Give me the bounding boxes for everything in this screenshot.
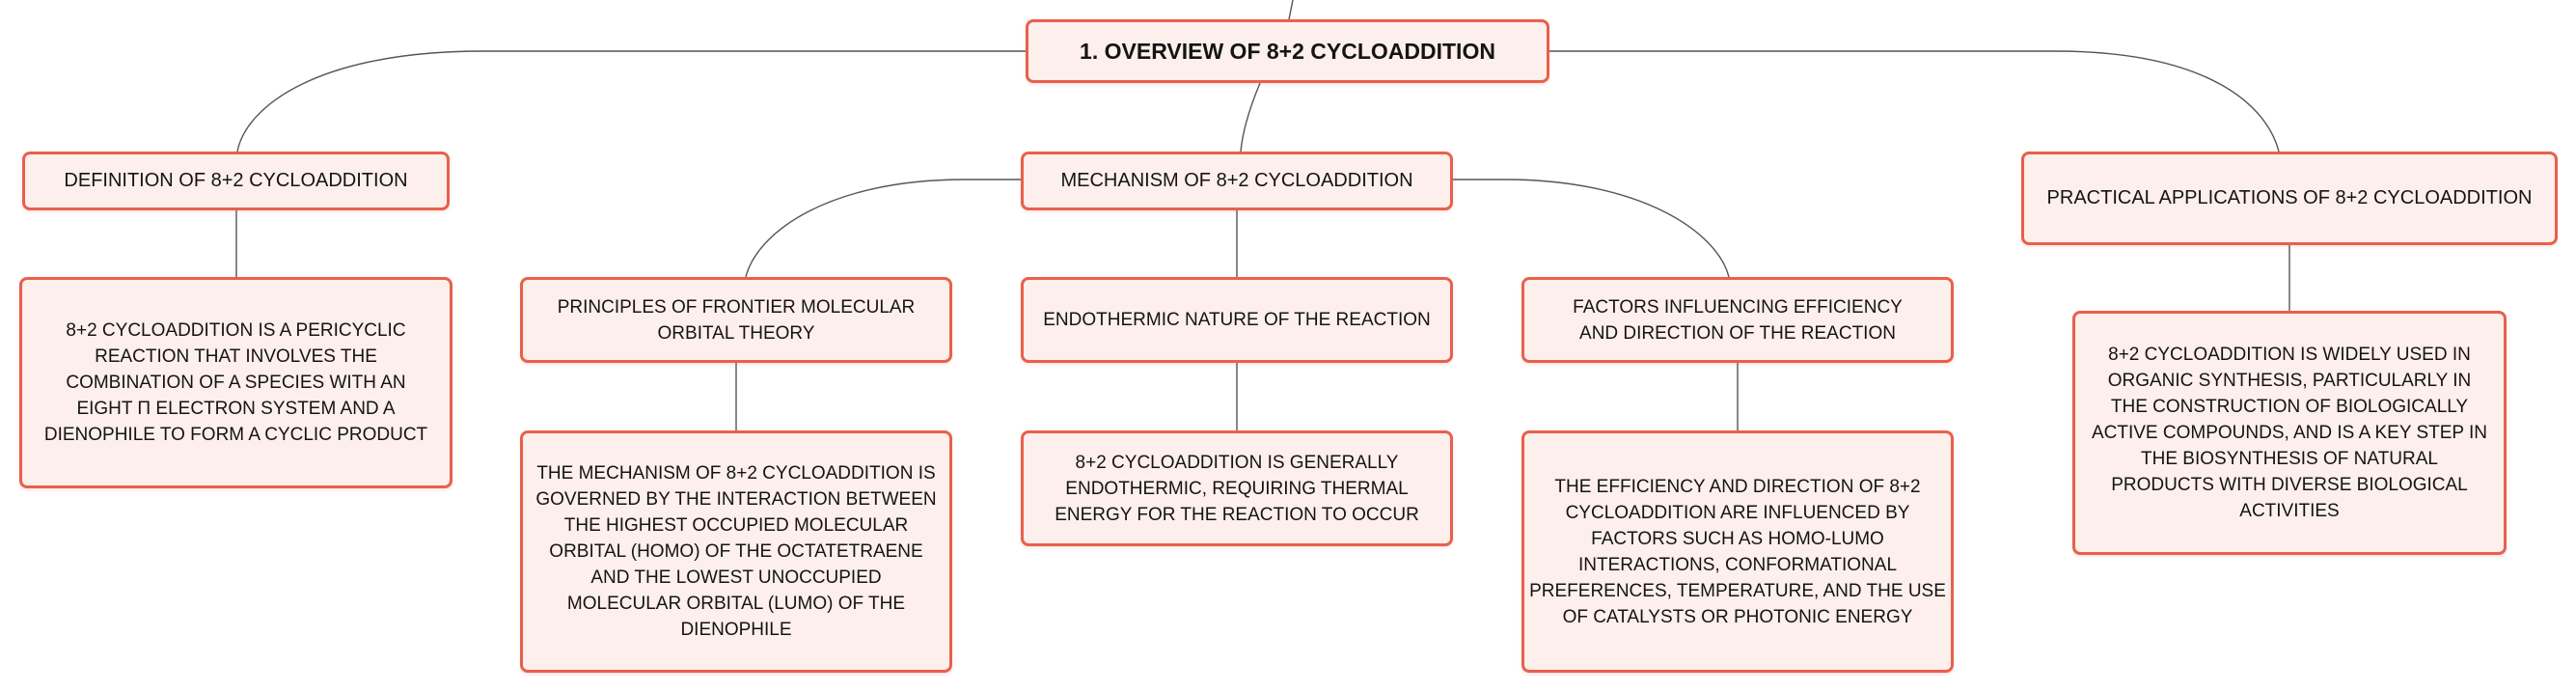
detail-definition-text: 8+2 cycloaddition is a pericyclic reacti… [43, 320, 428, 445]
root-label: 1. Overview of 8+2 Cycloaddition [1080, 38, 1495, 64]
topic-applications[interactable]: Practical Applications of 8+2 Cycloaddit… [2021, 152, 2558, 245]
detail-factors-text: The efficiency and direction of 8+2 cycl… [1529, 476, 1946, 627]
detail-fmo-text: The mechanism of 8+2 cycloaddition is go… [535, 463, 937, 640]
connector-root-definition [236, 50, 1026, 152]
topic-definition-label: Definition of 8+2 Cycloaddition [64, 170, 408, 191]
connector-mechanism-factors [1453, 179, 1730, 278]
connector-root-applications [1549, 50, 2280, 152]
connector-root-mechanism [1240, 82, 1261, 152]
detail-endothermic[interactable]: 8+2 cycloaddition is generally endotherm… [1021, 430, 1453, 546]
subtopic-fmo-label: Principles of Frontier Molecular Orbital… [557, 296, 916, 344]
subtopic-endothermic[interactable]: Endothermic Nature of the Reaction [1021, 277, 1453, 363]
subtopic-factors-label: Factors Influencing Efficiency and Direc… [1573, 296, 1903, 344]
connector-mechanism-fmo [745, 179, 1021, 278]
detail-definition[interactable]: 8+2 cycloaddition is a pericyclic reacti… [19, 277, 452, 488]
detail-fmo[interactable]: The mechanism of 8+2 cycloaddition is go… [520, 430, 952, 673]
detail-factors[interactable]: The efficiency and direction of 8+2 cycl… [1521, 430, 1954, 673]
detail-applications[interactable]: 8+2 cycloaddition is widely used in orga… [2072, 311, 2507, 555]
topic-mechanism[interactable]: Mechanism of 8+2 Cycloaddition [1021, 152, 1453, 210]
root-node[interactable]: 1. Overview of 8+2 Cycloaddition [1026, 19, 1549, 83]
topic-mechanism-label: Mechanism of 8+2 Cycloaddition [1060, 170, 1413, 191]
subtopic-factors[interactable]: Factors Influencing Efficiency and Direc… [1521, 277, 1954, 363]
topic-definition[interactable]: Definition of 8+2 Cycloaddition [22, 152, 450, 210]
detail-applications-text: 8+2 cycloaddition is widely used in orga… [2091, 345, 2488, 521]
subtopic-fmo[interactable]: Principles of Frontier Molecular Orbital… [520, 277, 952, 363]
topic-applications-label: Practical Applications of 8+2 Cycloaddit… [2046, 187, 2533, 208]
connector-parent-root [1288, 0, 1294, 20]
detail-endothermic-text: 8+2 cycloaddition is generally endotherm… [1055, 452, 1419, 525]
subtopic-endothermic-label: Endothermic Nature of the Reaction [1043, 310, 1431, 330]
